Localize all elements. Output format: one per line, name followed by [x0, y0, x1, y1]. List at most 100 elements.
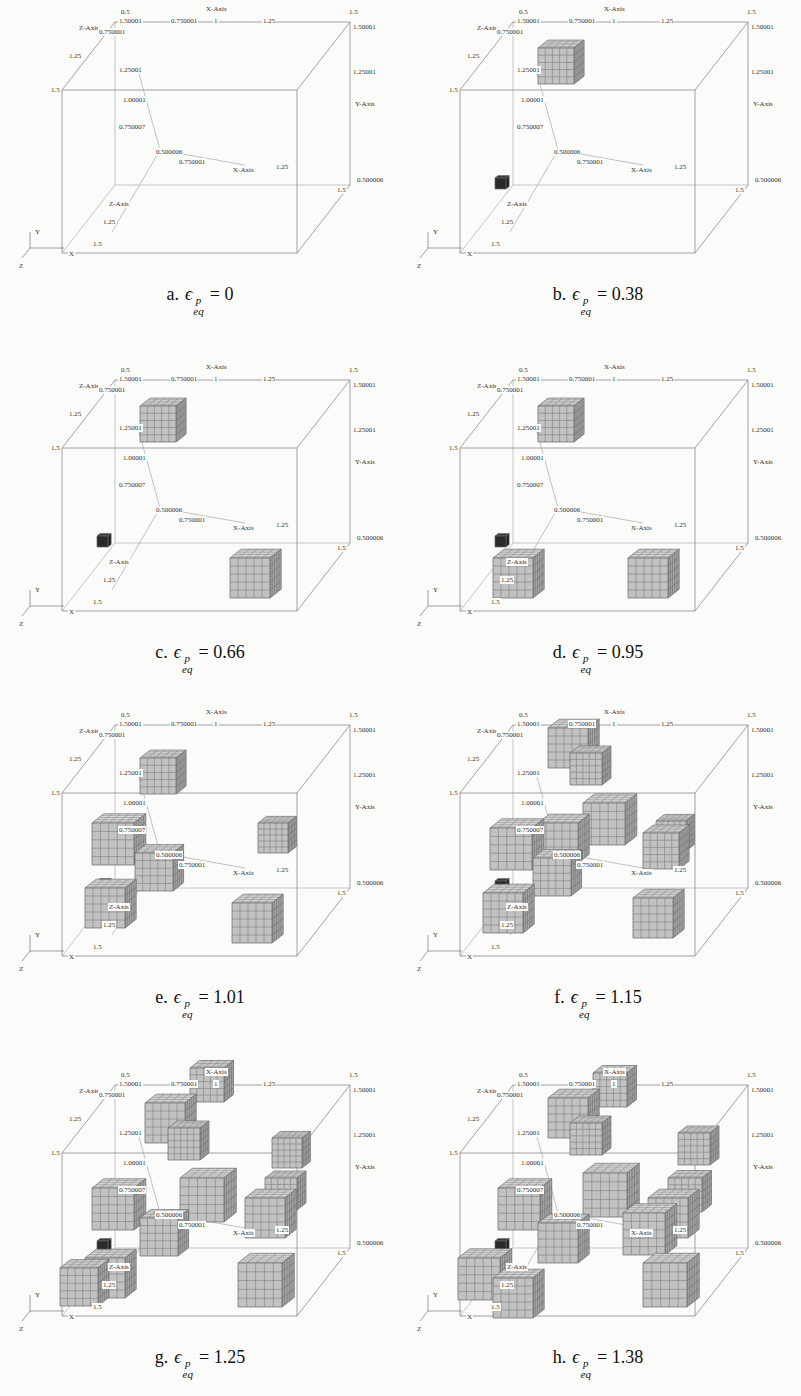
voxel-grid [134, 1204, 146, 1213]
voxel-grid [246, 1263, 247, 1307]
voxel-grid [193, 1128, 194, 1160]
voxel-grid [147, 1101, 187, 1102]
axis-tick-label: 1.5 [746, 711, 757, 719]
voxel-grid [238, 1298, 282, 1299]
voxel-grid [628, 574, 668, 575]
voxel-grid [269, 1175, 301, 1176]
voxel-grid [466, 1258, 467, 1300]
voxel-grid [591, 1173, 592, 1217]
voxel-grid [572, 1121, 604, 1122]
voxel-grid [67, 1268, 68, 1306]
frame-edge [513, 380, 514, 543]
voxel-grid [540, 1196, 552, 1205]
axis-tick-label: 0.750001 [568, 1080, 596, 1088]
voxel-grid [168, 758, 169, 794]
voxel-front [643, 1263, 687, 1307]
voxel-grid [643, 1271, 687, 1272]
voxel-grid [596, 746, 605, 753]
voxel-grid [92, 856, 134, 857]
axis-tick-label: 1.5 [348, 711, 359, 719]
voxel-grid [66, 1262, 104, 1263]
superscript: p [581, 1358, 591, 1369]
axis-tick-label: 1.5 [490, 943, 501, 951]
voxel-grid [305, 1135, 306, 1165]
axis-tick-label: X-Axis [205, 363, 228, 371]
voxel-grid [185, 1174, 229, 1175]
voxel-grid [687, 1280, 699, 1290]
voxel-grid [515, 893, 516, 933]
axis-tick-label: 1.25 [500, 218, 514, 226]
voxel-grid [618, 1173, 619, 1217]
voxel-grid [688, 1197, 699, 1206]
triad-axis [428, 951, 462, 952]
voxel-grid [590, 1167, 634, 1168]
voxel-grid [635, 552, 675, 553]
voxel-grid [571, 872, 582, 880]
voxel-grid [293, 1191, 294, 1231]
axis-tick-label: 1.5 [336, 889, 347, 897]
voxel-grid [285, 1197, 296, 1206]
voxel-grid [570, 1142, 602, 1143]
voxel-front [232, 903, 272, 943]
voxel-grid [258, 841, 288, 842]
voxel-grid [176, 412, 186, 420]
axis-tick-label: 1.5 [50, 444, 61, 452]
axis-tick-label: 0.750001 [568, 375, 596, 383]
voxel-grid [679, 832, 689, 840]
voxel-grid [92, 1213, 134, 1214]
subscript: eq [182, 664, 192, 675]
voxel-grid [539, 1273, 540, 1313]
voxel-block [232, 894, 283, 943]
voxel-grid [682, 1130, 714, 1131]
voxel-block [623, 1204, 677, 1255]
triad-axis [30, 951, 64, 952]
voxel-grid [94, 1250, 134, 1251]
voxel-grid [458, 1274, 500, 1275]
voxel-grid [117, 1249, 128, 1258]
voxel-grid [148, 751, 184, 752]
frame-edge [460, 793, 695, 794]
voxel-grid [161, 406, 162, 442]
voxel-grid [648, 1259, 692, 1260]
axis-tick-label: 0.500006 [155, 506, 183, 514]
voxel-grid [546, 399, 582, 400]
voxel-grid [168, 1153, 200, 1154]
voxel-grid [145, 1119, 185, 1120]
voxel-grid [542, 1219, 582, 1220]
voxel-grid [692, 1194, 693, 1234]
voxel-grid [258, 847, 288, 848]
voxel-grid [529, 888, 530, 928]
voxel-grid [307, 1134, 308, 1164]
voxel-grid [634, 796, 635, 838]
voxel-grid [248, 1255, 292, 1256]
voxel-block [628, 549, 679, 598]
axis-tick-label: 1.5 [50, 1149, 61, 1157]
voxel-grid [533, 880, 571, 881]
voxel-grid [276, 899, 277, 939]
strain-symbol: ϵ [572, 642, 579, 662]
axis-tick-label: X [68, 1313, 75, 1321]
voxel-grid [176, 757, 186, 765]
voxel-grid [293, 819, 294, 849]
voxel-grid [161, 1103, 162, 1143]
voxel-grid [224, 1081, 234, 1088]
voxel-grid [570, 1129, 602, 1130]
voxel-grid [574, 427, 584, 435]
voxel-grid [180, 1204, 224, 1205]
voxel-grid [575, 748, 607, 749]
voxel-grid [217, 1061, 227, 1068]
voxel-grid [580, 1089, 591, 1098]
voxel-grid [185, 1110, 196, 1119]
voxel-grid [607, 1119, 608, 1151]
voxel-grid [588, 735, 599, 744]
voxel-grid [200, 1140, 209, 1147]
voxel-grid [710, 1139, 719, 1146]
strain-value: = 0.66 [199, 642, 245, 662]
voxel-grid [660, 549, 671, 558]
voxel-grid [497, 822, 539, 823]
voxel-grid [240, 903, 241, 943]
voxel-grid [555, 1092, 595, 1093]
voxel-grid [140, 420, 176, 421]
axis-tick-label: 1.25001 [750, 426, 775, 434]
voxel-grid [270, 565, 281, 574]
